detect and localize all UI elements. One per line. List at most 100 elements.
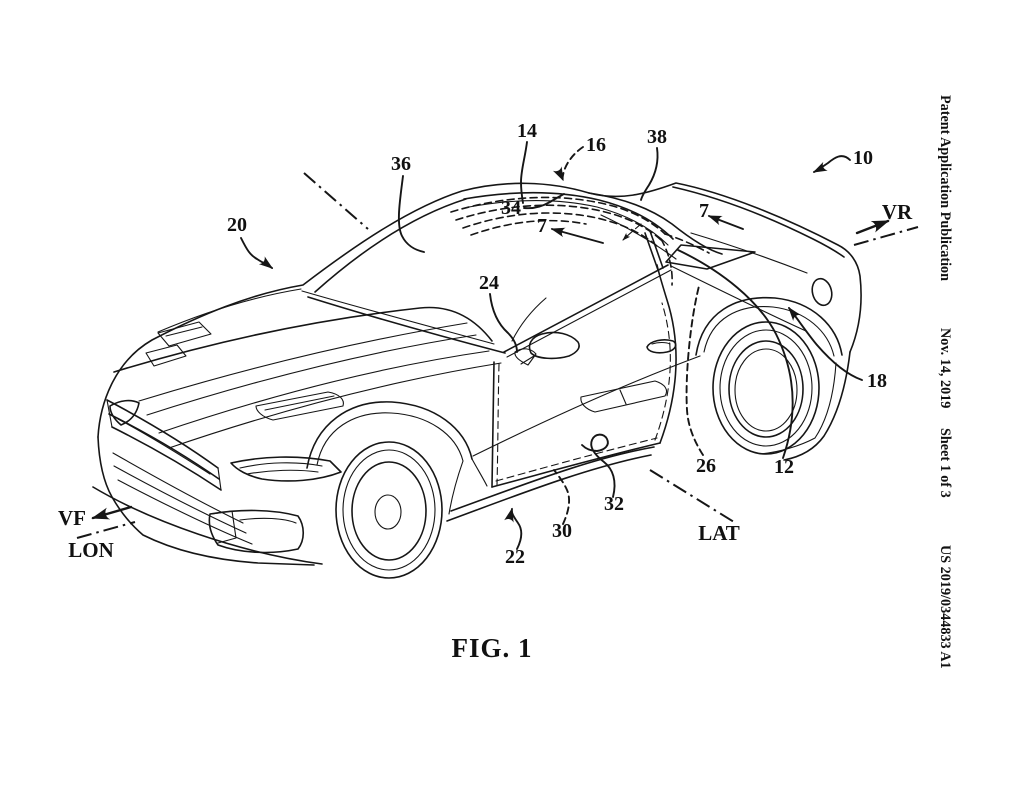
axis-vf-lon: VF LON xyxy=(58,505,136,562)
header-sheet-info: Sheet 1 of 3 xyxy=(937,428,953,498)
left-headlight xyxy=(109,399,140,426)
door-rear-seam xyxy=(656,264,677,444)
door-front-seam xyxy=(491,361,495,488)
ref-24: 24 xyxy=(479,272,518,353)
fuel-door xyxy=(811,277,833,307)
roof-rail-inner xyxy=(468,200,669,246)
leader-10 xyxy=(812,155,851,173)
beltline-inner xyxy=(506,269,672,358)
lon-axis-line xyxy=(76,521,136,539)
hood-parting-line xyxy=(113,306,493,373)
leader-34 xyxy=(523,193,565,210)
shoulder-line xyxy=(588,192,723,255)
hood-stripe-line xyxy=(168,362,502,449)
header-doc-number: US 2019/0344833 A1 xyxy=(937,545,953,669)
running-header: Patent Application Publication Nov. 14, … xyxy=(937,95,953,669)
front-splitter xyxy=(92,486,323,565)
door-front-seam-dashed xyxy=(496,363,500,486)
hood-scoop xyxy=(255,391,344,421)
right-headlight xyxy=(230,456,342,482)
hood-stripe-line xyxy=(146,334,477,416)
ref-label-16: 16 xyxy=(586,134,606,156)
hood-stripe-line xyxy=(158,350,490,434)
figure-caption: FIG. 1 xyxy=(451,633,532,663)
body-outline xyxy=(97,182,862,438)
header-date: Nov. 14, 2019 xyxy=(937,328,953,408)
axis-vr: VR xyxy=(853,200,919,246)
ref-label-30: 30 xyxy=(552,520,572,542)
ref-label-32: 32 xyxy=(604,493,624,515)
axis-lat: LAT xyxy=(649,469,740,545)
bumper-line xyxy=(112,452,244,524)
leader-26 xyxy=(685,285,704,456)
grille-slat xyxy=(117,418,211,475)
leader-32 xyxy=(581,433,616,498)
vr-arrow xyxy=(855,219,890,235)
ref-label-22: 22 xyxy=(505,546,525,568)
ref-label-12: 12 xyxy=(774,456,794,478)
fog-lamp-detail xyxy=(211,510,297,544)
front-hub xyxy=(374,494,402,530)
section-7-right: 7 xyxy=(699,200,744,230)
ref-22: 22 xyxy=(504,507,525,568)
door-bottom-seam xyxy=(491,442,661,488)
door-bottom-seam-dashed xyxy=(495,437,658,482)
rear-rim-inner xyxy=(734,348,798,432)
rear-bumper-edge xyxy=(783,351,851,461)
ref-14: 14 xyxy=(517,120,537,204)
vf-label: VF xyxy=(58,506,86,530)
leader-30 xyxy=(553,469,571,525)
fender-vent xyxy=(145,344,187,367)
rear-wheel-arch-lip xyxy=(703,306,835,357)
ref-38: 38 xyxy=(640,126,667,201)
ref-18: 18 xyxy=(788,306,887,392)
quarter-window xyxy=(665,244,756,270)
ref-10: 10 xyxy=(812,147,873,173)
roof-rail-outer xyxy=(463,191,674,240)
rear-wheel-arch xyxy=(695,296,843,356)
ref-32: 32 xyxy=(581,433,624,515)
ref-20: 20 xyxy=(227,214,274,269)
bumper-line xyxy=(113,465,247,534)
vr-label: VR xyxy=(882,200,913,224)
cowl-line xyxy=(301,290,495,345)
door-rear-seam-dashed xyxy=(654,302,671,441)
ref-label-10: 10 xyxy=(853,147,873,169)
hood-vent xyxy=(580,380,668,413)
grille xyxy=(106,399,219,469)
grille-ends xyxy=(106,399,222,491)
beltline xyxy=(503,264,669,353)
leader-18 xyxy=(788,306,863,381)
rail-hidden-line xyxy=(664,233,710,254)
leader-38 xyxy=(640,147,659,201)
rear-bumper-lines xyxy=(759,362,837,455)
headlight-lens-lines xyxy=(239,462,323,475)
mirror-base xyxy=(514,348,537,366)
fender-vent xyxy=(157,321,212,347)
front-wheel-arch xyxy=(306,401,473,469)
lon-label: LON xyxy=(68,538,114,562)
rear-tire-sidewall xyxy=(719,329,813,447)
door-glass-front-edge xyxy=(511,297,547,342)
pillar-hidden-line xyxy=(660,238,673,286)
section-arrow-7-right xyxy=(707,215,744,230)
header-publication: Patent Application Publication xyxy=(937,95,953,281)
roof-hidden-line xyxy=(450,196,666,235)
lat-axis-segment-upper xyxy=(303,172,369,230)
ref-label-24: 24 xyxy=(479,272,499,294)
roof-hidden-line xyxy=(455,204,662,241)
ref-30: 30 xyxy=(552,469,572,542)
ref-label-18: 18 xyxy=(867,370,887,392)
a-pillar-inner xyxy=(314,198,467,293)
ref-label-20: 20 xyxy=(227,214,247,236)
side-mirror xyxy=(528,331,580,360)
ref-label-7-right: 7 xyxy=(699,200,709,222)
rear-rim xyxy=(728,340,804,438)
front-tire-sidewall xyxy=(342,449,436,571)
decklid-shutline xyxy=(690,232,808,274)
ref-label-26: 26 xyxy=(696,455,716,477)
leader-36 xyxy=(397,175,425,253)
ref-label-7-left: 7 xyxy=(537,215,547,237)
